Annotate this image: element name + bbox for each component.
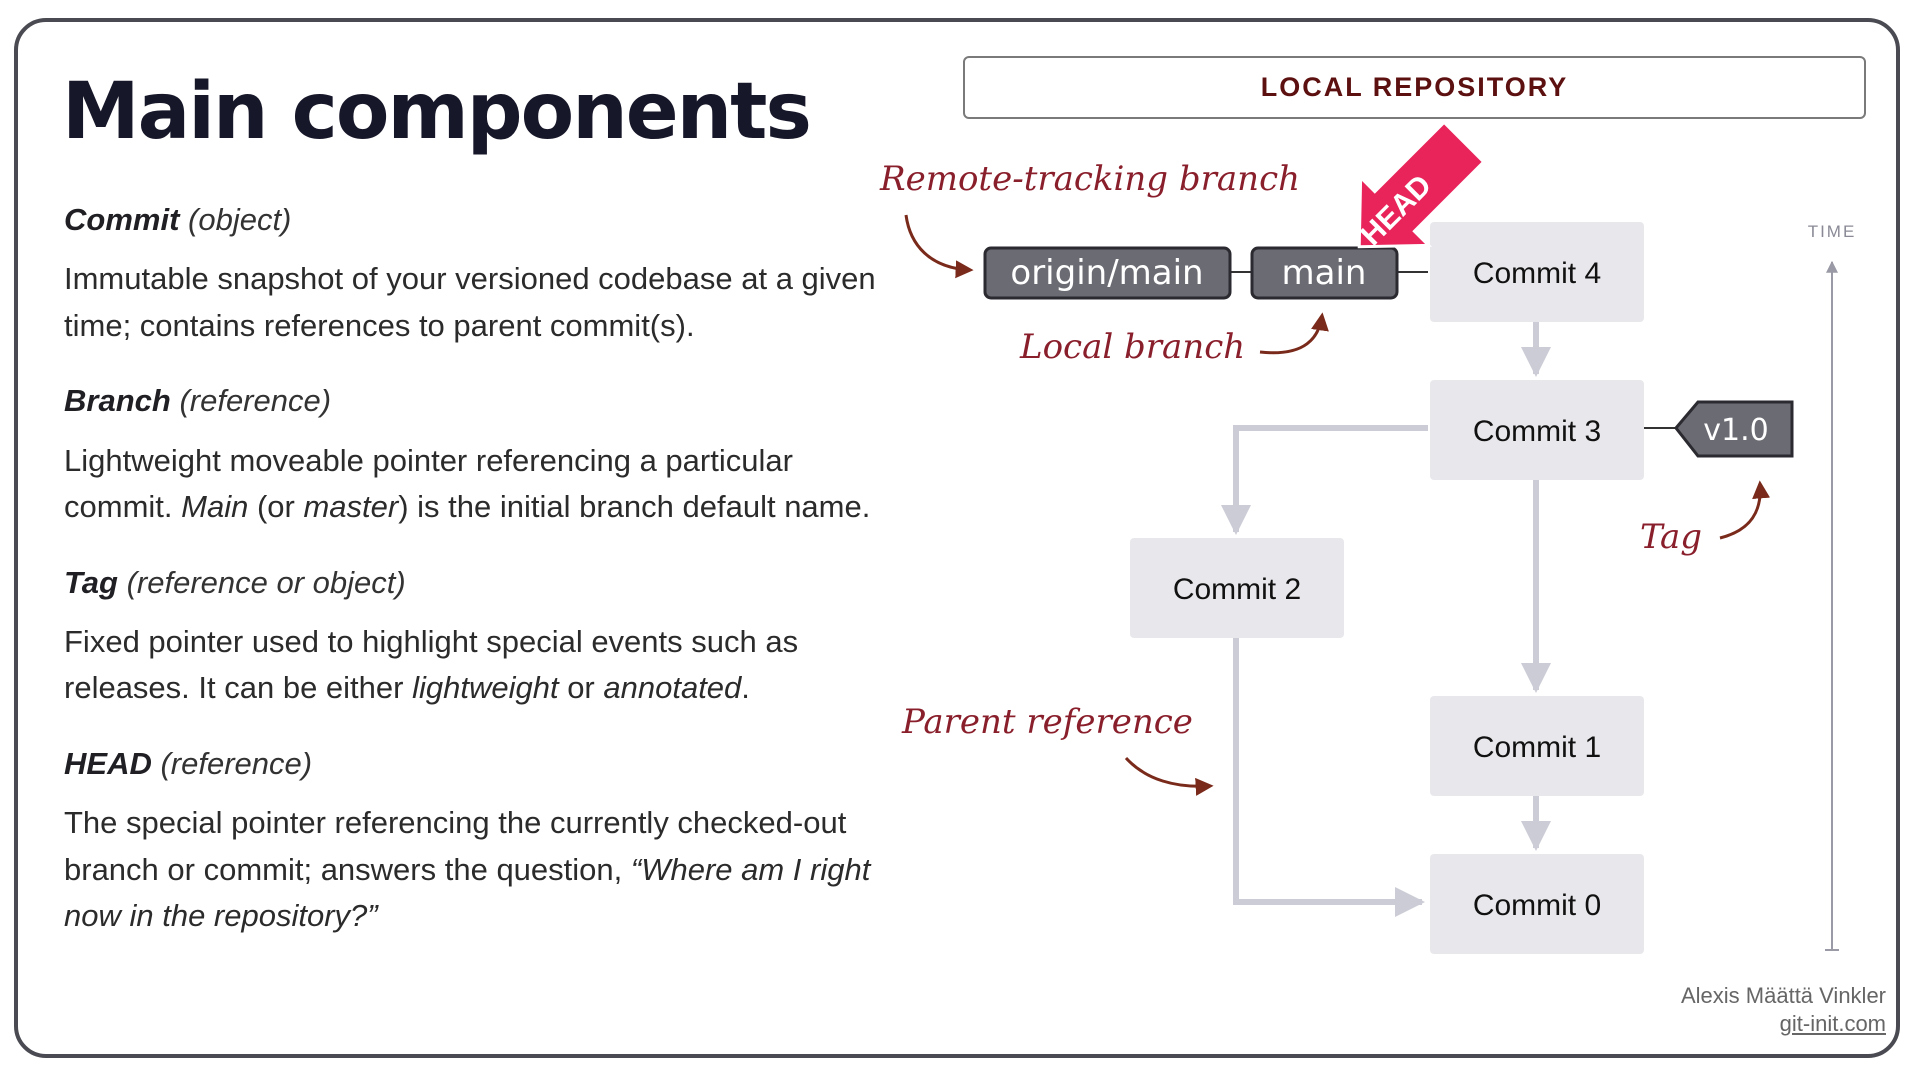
head-arrow-icon (1357, 120, 1486, 249)
commit-3-label: Commit 3 (1473, 415, 1601, 448)
commit-3-box[interactable] (1430, 380, 1644, 480)
branch-description-text: Lightweight moveable pointer referencing… (64, 442, 793, 525)
head-description-text: The special pointer referencing the curr… (64, 805, 847, 887)
origin-main-label: origin/main (1010, 253, 1203, 293)
commit-node[interactable]: Commit 4 (1430, 222, 1644, 322)
head-term: HEAD (64, 745, 152, 781)
tag-term: Tag (64, 564, 118, 600)
branch-description: Lightweight moveable pointer referencing… (64, 438, 904, 531)
tag-description-text: or (558, 670, 604, 706)
branch-description-text: (or (248, 489, 304, 525)
branch-master-italic: master (303, 489, 399, 525)
commit-term: Commit (64, 202, 180, 237)
commit-0-label: Commit 0 (1473, 889, 1601, 922)
remote-tracking-annotation: Remote-tracking branch (879, 159, 1300, 199)
ref-connectors (1230, 271, 1676, 429)
branch-heading: Branch (reference) (64, 381, 904, 421)
branch-main-italic: Main (181, 489, 249, 525)
head-description: The special pointer referencing the curr… (64, 800, 904, 940)
commit-node[interactable]: Commit 1 (1430, 696, 1644, 796)
main-box[interactable] (1250, 246, 1399, 300)
tag-description-text: Fixed pointer used to highlight special … (64, 623, 799, 706)
tag-shape[interactable] (1674, 400, 1794, 458)
credit-author: Alexis Määttä Vinkler (1680, 983, 1886, 1008)
origin-main-box[interactable] (983, 246, 1232, 300)
branch-term: Branch (64, 383, 171, 419)
time-label: TIME (1808, 222, 1857, 241)
credit: Alexis Määttä Vinkler git-init.com (1681, 982, 1886, 1037)
head-heading: HEAD (reference) (64, 744, 904, 784)
commit-1-label: Commit 1 (1473, 731, 1601, 764)
commit-4-label: Commit 4 (1473, 257, 1601, 290)
tag-ref[interactable]: v1.0 (1674, 400, 1794, 458)
commit-2-box[interactable] (1130, 538, 1344, 638)
tag-heading: Tag (reference or object) (64, 563, 904, 603)
tag-arrow-icon (1719, 480, 1771, 540)
commit-node[interactable]: Commit 2 (1130, 538, 1344, 638)
local-branch-annotation: Local branch (1019, 327, 1245, 367)
local-repository-label: LOCAL REPOSITORY (963, 56, 1866, 119)
commit-description-text: Immutable snapshot of your versioned cod… (64, 261, 876, 343)
commit-0-box[interactable] (1430, 854, 1644, 954)
local-branch-arrow-icon (1259, 312, 1329, 355)
commit-4-box[interactable] (1430, 222, 1644, 322)
tag-kind: (reference or object) (126, 564, 406, 600)
edge-commit3-commit2 (1221, 425, 1428, 535)
tag-lightweight-italic: lightweight (412, 670, 559, 706)
commit-description: Immutable snapshot of your versioned cod… (64, 256, 904, 349)
tag-description: Fixed pointer used to highlight special … (64, 619, 904, 712)
commit-node[interactable]: Commit 0 (1430, 854, 1644, 954)
tag-label: v1.0 (1703, 413, 1768, 448)
definitions-panel: Commit (object) Immutable snapshot of yo… (64, 200, 904, 972)
time-axis: TIME (1808, 222, 1857, 951)
annotation-arrows (904, 214, 1771, 796)
branch-kind: (reference) (179, 383, 332, 419)
credit-site-link[interactable]: git-init.com (1779, 1010, 1886, 1036)
head-question-italic: “Where am I right now in the repository?… (64, 851, 871, 934)
remote-branch-ref[interactable]: origin/main (983, 246, 1232, 300)
parent-edges (1221, 322, 1551, 917)
tag-annotation: Tag (1640, 517, 1702, 557)
main-label: main (1282, 253, 1367, 293)
branch-description-text: ) is the initial branch default name. (398, 489, 871, 525)
commit-1-box[interactable] (1430, 696, 1644, 796)
head-kind: (reference) (160, 745, 313, 781)
parent-reference-annotation: Parent reference (901, 702, 1193, 742)
tag-annotated-italic: annotated (603, 670, 742, 706)
page-title: Main components (62, 67, 812, 157)
local-branch-ref[interactable]: main (1250, 246, 1399, 300)
remote-tracking-arrow-icon (904, 214, 974, 279)
tag-description-text: . (741, 670, 750, 706)
parent-reference-arrow-icon (1124, 756, 1214, 796)
commit-heading: Commit (object) (64, 200, 904, 240)
edge-commit2-commit0 (1233, 636, 1425, 917)
annotations: Remote-tracking branch Local branch Tag … (879, 159, 1702, 742)
commit-kind: (object) (188, 202, 292, 237)
commit-node[interactable]: Commit 3 (1430, 380, 1644, 480)
commit-2-label: Commit 2 (1173, 573, 1301, 606)
